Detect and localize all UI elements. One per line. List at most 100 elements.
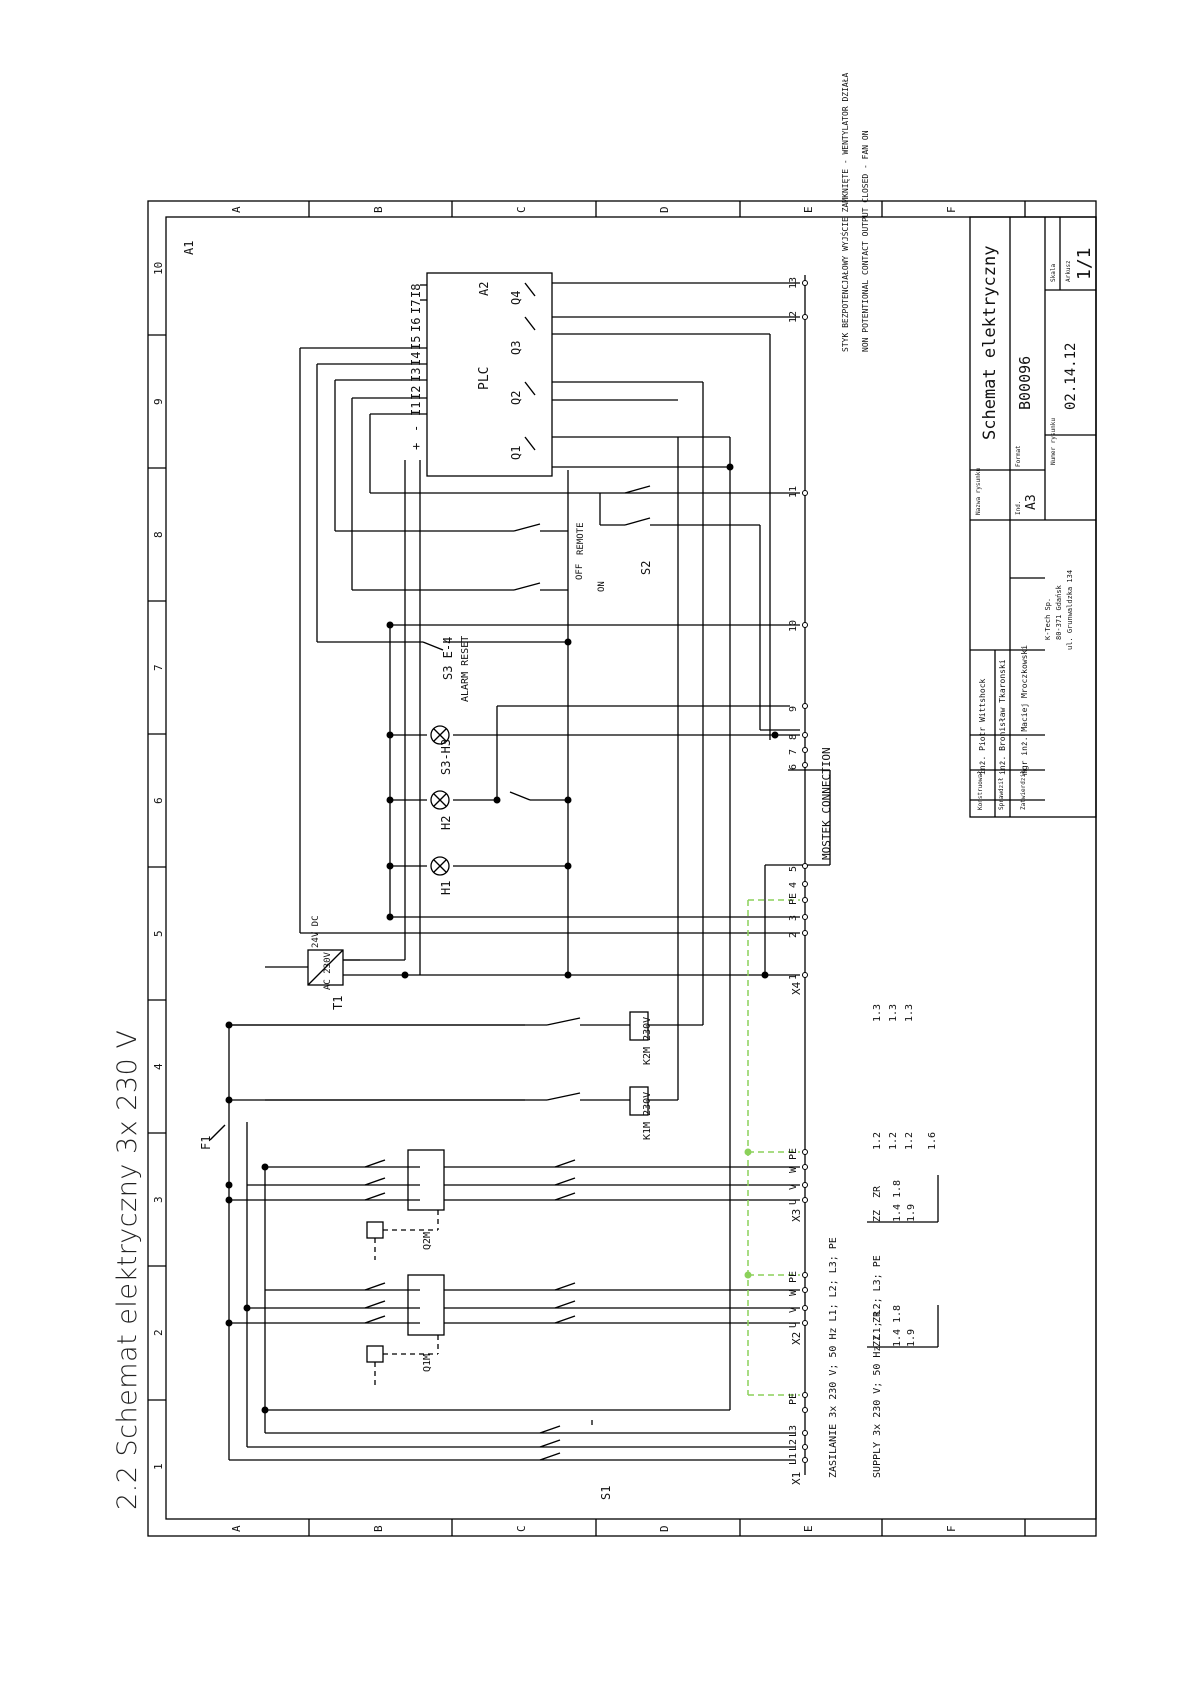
plc-term-i7: I7 [409,300,423,314]
label-drawing-no: Numer rysunku [1050,418,1057,465]
plc-term-i5: I5 [409,336,423,350]
k1m-coil [629,1086,649,1116]
ref-4: 1.6 [927,1132,938,1150]
k1m-table-r2: 1.8 [892,1305,903,1323]
plc-term-i3: I3 [409,368,423,382]
label-index: Ind. [1015,501,1022,515]
s2-pos-remote: REMOTE [576,522,586,555]
supply-pl-note: ZASILANIE 3x 230 V; 50 Hz L1; L2; L3; PE [828,1237,839,1478]
x4-label: X4 [790,981,803,995]
plc-term-minus: - [409,425,423,432]
s2-label: S2 [639,561,653,575]
drawing-title: Schemat elektryczny [980,246,1000,440]
coil-wiring [265,382,704,1101]
label-approved: Zatwierdził [1020,770,1027,810]
k1m-table-r1: 1.4 [892,1329,903,1347]
label-checked: Sprawdził [998,777,1005,810]
row-label-8: 8 [152,531,165,538]
dc-wiring [265,347,800,976]
k2m-table-zz: ZZ [872,1210,883,1222]
drawing-format: A3 [1024,494,1039,510]
row-label-5: 5 [152,930,165,937]
k1m-table-zz: ZZ [872,1335,883,1347]
col-label-e: E [802,206,815,213]
plc-q3: Q3 [509,341,523,355]
plc-term-i1: I1 [409,402,423,416]
k1m-table-r3: 1.9 [906,1329,917,1347]
t1-in-label: AC 230V [323,951,333,990]
plc-term-i6: I6 [409,318,423,332]
row-label-7: 7 [152,664,165,671]
x4-pin-12: 12 [788,311,799,323]
person-approved: mgr inż. Maciej Mroczkowski [1020,645,1029,775]
s2-pos-on: ON [597,581,607,592]
q1m-body [407,1274,445,1336]
ref-6: 1.3 [888,1004,899,1022]
row-dividers [148,334,166,1401]
plc-q1: Q1 [509,446,523,460]
col-label-a-bottom: A [230,1525,243,1532]
label-sheet: Arkusz [1065,260,1072,282]
person-drawn: inż. Piotr Wittshock [978,678,987,775]
x4-pin-7: 7 [788,749,799,755]
contact-table-lines [867,1175,939,1348]
label-drawn: Konstruował [977,770,984,810]
lamp-h1 [430,856,450,876]
person-checked: inż. Bronisław Tkaronski [998,659,1007,775]
ref-1: 1.2 [872,1132,883,1150]
x2-pin-w: W [788,1289,799,1296]
col-label-e-bottom: E [802,1525,815,1532]
row-label-1: 1 [152,1463,165,1470]
q2m-knob [366,1221,384,1239]
plc-term-i2: I2 [409,386,423,400]
plc-a2-label: A2 [477,282,491,296]
company-city: 80-371 Gdańsk [1055,584,1063,640]
col-label-a: A [230,206,243,213]
x1-pin-l3: L3 [788,1425,799,1437]
x4-pin-13: 13 [788,277,799,289]
bridge-wiring [764,769,831,976]
q1m-knob [366,1345,384,1363]
contacts [209,282,651,1461]
col-label-d: D [658,206,671,213]
pe-dots [744,1148,752,1279]
outer-frame [147,200,1097,1537]
supply-en-note: SUPPLY 3x 230 V; 50 Hz L1; L2; L3; PE [872,1255,883,1478]
k2m-label: K2M 230V [642,1017,653,1065]
q2m-label: Q2M [422,1232,433,1250]
bridge-note: MOSTEK CONNECTION [820,747,833,860]
x4-pin-9: 9 [788,706,799,712]
plc-label: PLC [477,367,492,390]
x4-pin-10: 10 [788,620,799,632]
k2m-table-zr: ZR [872,1185,883,1198]
f1-label: F1 [199,1136,213,1150]
sheet-ref: A1 [182,241,196,255]
t1-label: T1 [331,996,345,1010]
x2-pin-v: V [788,1307,799,1313]
mechanical-links [374,1210,593,1425]
x2-pin-u: U [788,1322,799,1328]
contact-note-pl: STYK BEZPOTENCJAŁOWY WYJŚCIE ZAMKNIĘTE -… [839,72,850,352]
ref-7: 1.3 [904,1004,915,1022]
x3-pin-w: W [788,1166,799,1173]
junction-dots [225,463,779,1414]
x4-pin-11: 11 [788,486,799,498]
col-label-f-bottom: F [945,1525,958,1532]
phase-rails [228,1024,795,1461]
q1m-label: Q1M [422,1354,433,1372]
col-label-d-bottom: D [658,1525,671,1532]
label-format: Format [1015,445,1022,467]
s1-label: S1 [599,1486,613,1500]
k1m-table-zr: ZR [872,1310,883,1323]
x3-pin-v: V [788,1184,799,1190]
row-label-4: 4 [152,1063,165,1070]
terminal-markers [802,280,808,1463]
lamps [430,725,450,876]
x2-label: X2 [790,1332,803,1345]
x4-pin-1: 1 [788,974,799,980]
label-scale: Skala [1050,264,1057,282]
lamp-h2 [430,790,450,810]
s2-pos-off: OFF [575,564,585,580]
